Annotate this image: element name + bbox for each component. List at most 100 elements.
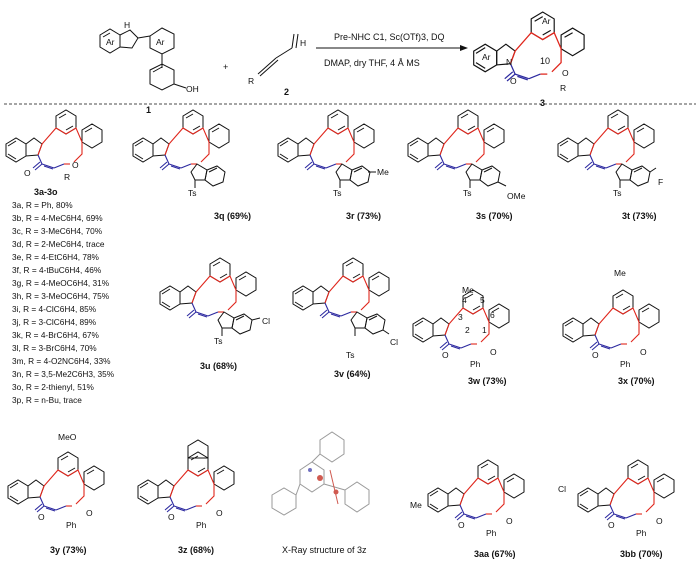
structure-3x xyxy=(562,289,660,351)
label-3aa: 3aa (67%) xyxy=(474,549,516,559)
xray-structure-image xyxy=(271,431,370,516)
structure-3y xyxy=(7,451,105,513)
3y-meo: MeO xyxy=(58,432,77,442)
list-item: 3c, R = 3-MeC6H4, 70% xyxy=(12,226,103,236)
3bb-ph: Ph xyxy=(636,528,647,538)
3t-f: F xyxy=(658,177,663,187)
r-label: R xyxy=(248,76,254,86)
label-3y: 3y (73%) xyxy=(50,545,87,555)
structure-3r xyxy=(277,109,376,189)
3w-num-2: 2 xyxy=(465,325,470,335)
list-item: 3g, R = 4-MeOC6H4, 31% xyxy=(12,278,110,288)
label-3r: 3r (73%) xyxy=(346,211,381,221)
list-item: 3f, R = 4-tBuC6H4, 46% xyxy=(12,265,102,275)
reactant-2-label: 2 xyxy=(284,87,289,97)
3r-ts: Ts xyxy=(333,188,342,198)
3y-o: O xyxy=(86,508,93,518)
3bb-cl: Cl xyxy=(558,484,566,494)
oh-label: OH xyxy=(186,84,199,94)
list-item: 3n, R = 3,5-Me2C6H3, 35% xyxy=(12,369,115,379)
list-item: 3k, R = 4-BrC6H4, 67% xyxy=(12,330,100,340)
list-item: 3p, R = n-Bu, trace xyxy=(12,395,82,405)
3aa-o: O xyxy=(506,516,513,526)
label-3s: 3s (70%) xyxy=(476,211,513,221)
3a-o: O xyxy=(72,160,79,170)
reactant-1-structure xyxy=(99,27,187,91)
series-header: 3a-3o xyxy=(34,187,58,197)
3t-ts: Ts xyxy=(613,188,622,198)
3x-o: O xyxy=(640,347,647,357)
3s-ts: Ts xyxy=(463,188,472,198)
3v-cl: Cl xyxy=(390,337,398,347)
list-item: 3h, R = 3-MeOC6H4, 75% xyxy=(12,291,110,301)
3y-co: O xyxy=(38,512,45,522)
3z-ph: Ph xyxy=(196,520,207,530)
list-item: 3a, R = Ph, 80% xyxy=(12,200,73,210)
structure-3a-3o xyxy=(5,109,103,171)
label-3z: 3z (68%) xyxy=(178,545,214,555)
3y-ph: Ph xyxy=(66,520,77,530)
label-3x: 3x (70%) xyxy=(618,376,655,386)
structure-3z xyxy=(137,439,235,513)
structure-3t xyxy=(557,109,657,189)
ring-size-label: 10 xyxy=(540,56,550,66)
label-3t: 3t (73%) xyxy=(622,211,657,221)
label-3v: 3v (64%) xyxy=(334,369,371,379)
list-item: 3o, R = 2-thienyl, 51% xyxy=(12,382,94,392)
3aa-me: Me xyxy=(410,500,422,510)
reactant-1-label: 1 xyxy=(146,105,151,115)
product-ar-left: Ar xyxy=(482,52,491,62)
3q-ts: Ts xyxy=(188,188,197,198)
3w-co: O xyxy=(442,350,449,360)
structure-3q xyxy=(132,109,230,189)
product-ar-top: Ar xyxy=(542,16,551,26)
structure-3s xyxy=(407,109,507,189)
3w-ph: Ph xyxy=(470,359,481,369)
nh-label: H xyxy=(124,20,130,30)
3a-co: O xyxy=(24,168,31,178)
structure-3bb xyxy=(577,459,675,521)
substrate-list: 3a, R = Ph, 80% 3b, R = 4-MeC6H4, 69% 3c… xyxy=(12,200,115,405)
3z-o: O xyxy=(216,508,223,518)
3w-num-6: 6 xyxy=(490,310,495,320)
3z-co: O xyxy=(168,512,175,522)
label-3bb: 3bb (70%) xyxy=(620,549,663,559)
structure-3u xyxy=(159,257,261,337)
3w-num-3: 3 xyxy=(458,312,463,322)
conditions-line-1: Pre-NHC C1, Sc(OTf)3, DQ xyxy=(334,32,445,42)
product-o: O xyxy=(562,68,569,78)
structure-3aa xyxy=(427,459,525,521)
label-3q: 3q (69%) xyxy=(214,211,251,221)
product-co: O xyxy=(510,76,517,86)
3x-ph: Ph xyxy=(620,359,631,369)
3v-ts: Ts xyxy=(346,350,355,360)
reactant-2-structure xyxy=(257,33,299,77)
3w-o: O xyxy=(490,347,497,357)
3bb-o: O xyxy=(656,516,663,526)
list-item: 3i, R = 4-ClC6H4, 85% xyxy=(12,304,97,314)
3w-num-1: 1 xyxy=(482,325,487,335)
3s-ome: OMe xyxy=(507,191,526,201)
product-n: N xyxy=(506,57,512,67)
3x-co: O xyxy=(592,350,599,360)
3u-cl: Cl xyxy=(262,316,270,326)
3r-me: Me xyxy=(377,167,389,177)
conditions-line-2: DMAP, dry THF, 4 Å MS xyxy=(324,58,420,68)
label-3u: 3u (68%) xyxy=(200,361,237,371)
xray-caption: X-Ray structure of 3z xyxy=(282,545,367,555)
3w-num-4: 4 xyxy=(462,295,467,305)
structure-3v xyxy=(292,257,390,337)
list-item: 3m, R = 4-O2NC6H4, 33% xyxy=(12,356,111,366)
list-item: 3b, R = 4-MeC6H4, 69% xyxy=(12,213,103,223)
list-item: 3j, R = 3-ClC6H4, 89% xyxy=(12,317,97,327)
arrow-head xyxy=(460,45,468,51)
label-3w: 3w (73%) xyxy=(468,376,507,386)
list-item: 3e, R = 4-EtC6H4, 78% xyxy=(12,252,100,262)
ar-label-1: Ar xyxy=(106,37,115,47)
3w-num-5: 5 xyxy=(480,295,485,305)
list-item: 3d, R = 2-MeC6H4, trace xyxy=(12,239,105,249)
3x-me: Me xyxy=(614,268,626,278)
aldehyde-h: H xyxy=(300,38,306,48)
